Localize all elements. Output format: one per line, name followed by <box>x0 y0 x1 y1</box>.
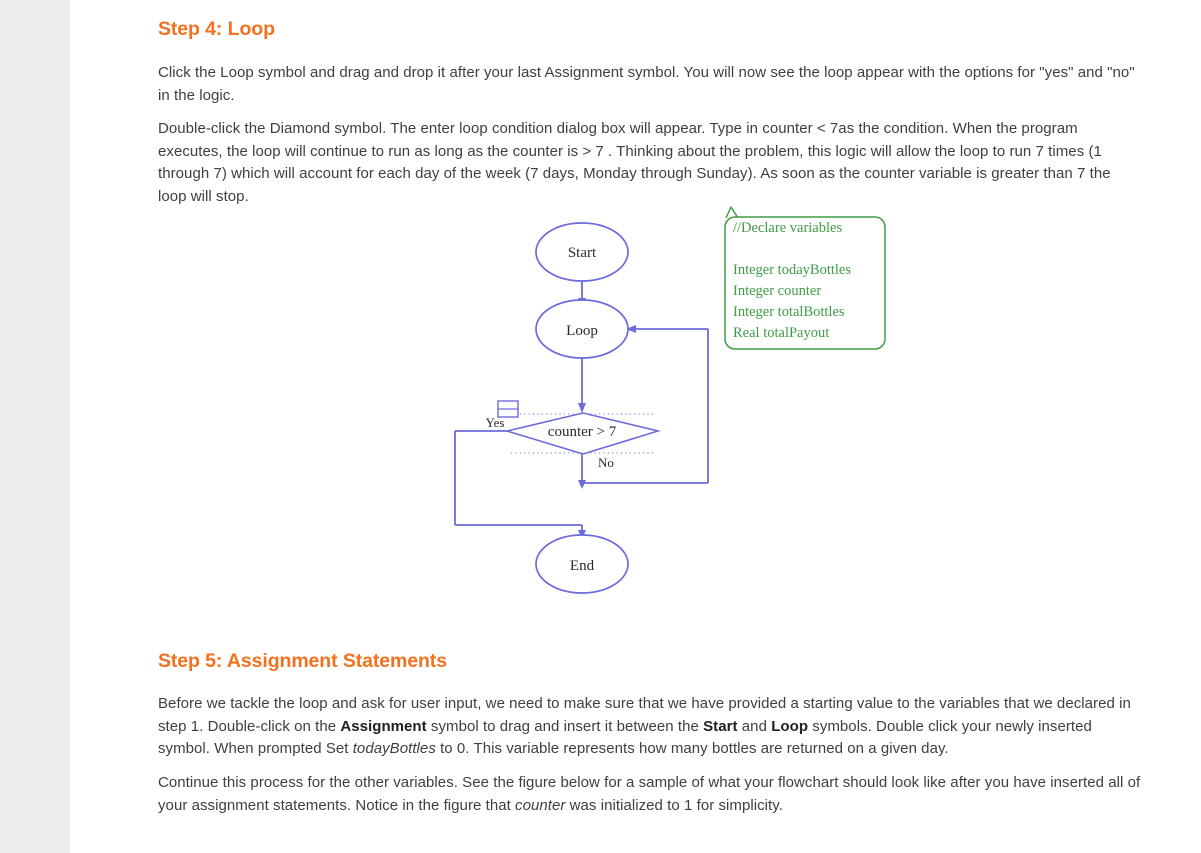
comment-line-3: Integer todayBottles <box>733 262 851 278</box>
flow-node-start-label: Start <box>568 245 597 261</box>
arrowhead-no-corner <box>578 480 586 489</box>
flow-node-end-label: End <box>570 558 595 574</box>
comment-callout-tail <box>725 206 739 219</box>
p3-text-d: and <box>737 717 772 735</box>
p4-italic-counter: counter <box>515 796 566 814</box>
p3-italic-todaybottles: todayBottles <box>352 740 436 757</box>
comment-line-1: //Declare variables <box>733 220 842 236</box>
paragraph-loop-condition: Double-click the Diamond symbol. The ent… <box>158 120 1111 205</box>
condition-left-edges <box>503 412 584 455</box>
arrowhead-no-into-loop <box>626 325 636 333</box>
arrowhead-loop-to-condition <box>578 403 586 413</box>
p4-text-a: Continue this process for the other vari… <box>158 774 1141 814</box>
comment-callout-box <box>724 216 886 350</box>
flow-node-condition[interactable]: counter > 7 <box>503 412 662 455</box>
comment-callout[interactable]: //Declare variables Integer todayBottles… <box>724 206 886 350</box>
edge-label-no: No <box>598 455 614 470</box>
p3-text-e: symbols. Double click your newly inserte… <box>158 717 1092 758</box>
flow-node-condition-label: counter > 7 <box>548 424 617 440</box>
p4-text-b: was initialized to 1 for simplicity. <box>565 796 783 814</box>
p3-text-a: Before we tackle the loop and ask for us… <box>158 695 1131 735</box>
end-oval-shape <box>535 534 629 594</box>
left-gutter <box>0 0 70 853</box>
edge-label-yes: Yes <box>486 415 505 430</box>
p3-bold-assignment: Assignment <box>340 717 427 735</box>
p3-bold-loop: Loop <box>771 717 809 735</box>
loop-oval-shape <box>535 299 629 359</box>
comment-line-5: Integer totalBottles <box>733 304 845 320</box>
paragraph-loop-intro: Click the Loop symbol and drag and drop … <box>158 64 1135 104</box>
p3-text-f: to 0. This variable represents how many … <box>435 740 949 757</box>
paragraph-assignment-intro: Before we tackle the loop and ask for us… <box>158 693 1142 761</box>
flow-node-end[interactable]: End <box>535 534 629 594</box>
flow-node-start[interactable]: Start <box>535 222 629 282</box>
content-area: Step 4: Loop Click the Loop symbol and d… <box>70 0 1201 853</box>
start-oval-shape <box>535 222 629 282</box>
p3-text-c: symbol to drag and insert it between the <box>426 717 704 735</box>
paragraph-assignment-continue: Continue this process for the other vari… <box>158 772 1142 817</box>
page-title-step-4: Step 4: Loop <box>158 18 275 40</box>
table-icon[interactable] <box>497 400 519 418</box>
comment-line-4: Integer counter <box>733 283 821 299</box>
flowchart-svg: counter > 7 Start Loop <box>454 206 886 594</box>
flowchart-figure: counter > 7 Start Loop <box>440 205 910 605</box>
condition-right-edges <box>582 412 662 455</box>
flow-node-loop-label: Loop <box>566 323 598 339</box>
comment-line-6: Real totalPayout <box>733 325 829 341</box>
page-title-step-5: Step 5: Assignment Statements <box>158 650 447 672</box>
p3-bold-start: Start <box>703 717 738 735</box>
flow-node-loop[interactable]: Loop <box>535 299 629 359</box>
